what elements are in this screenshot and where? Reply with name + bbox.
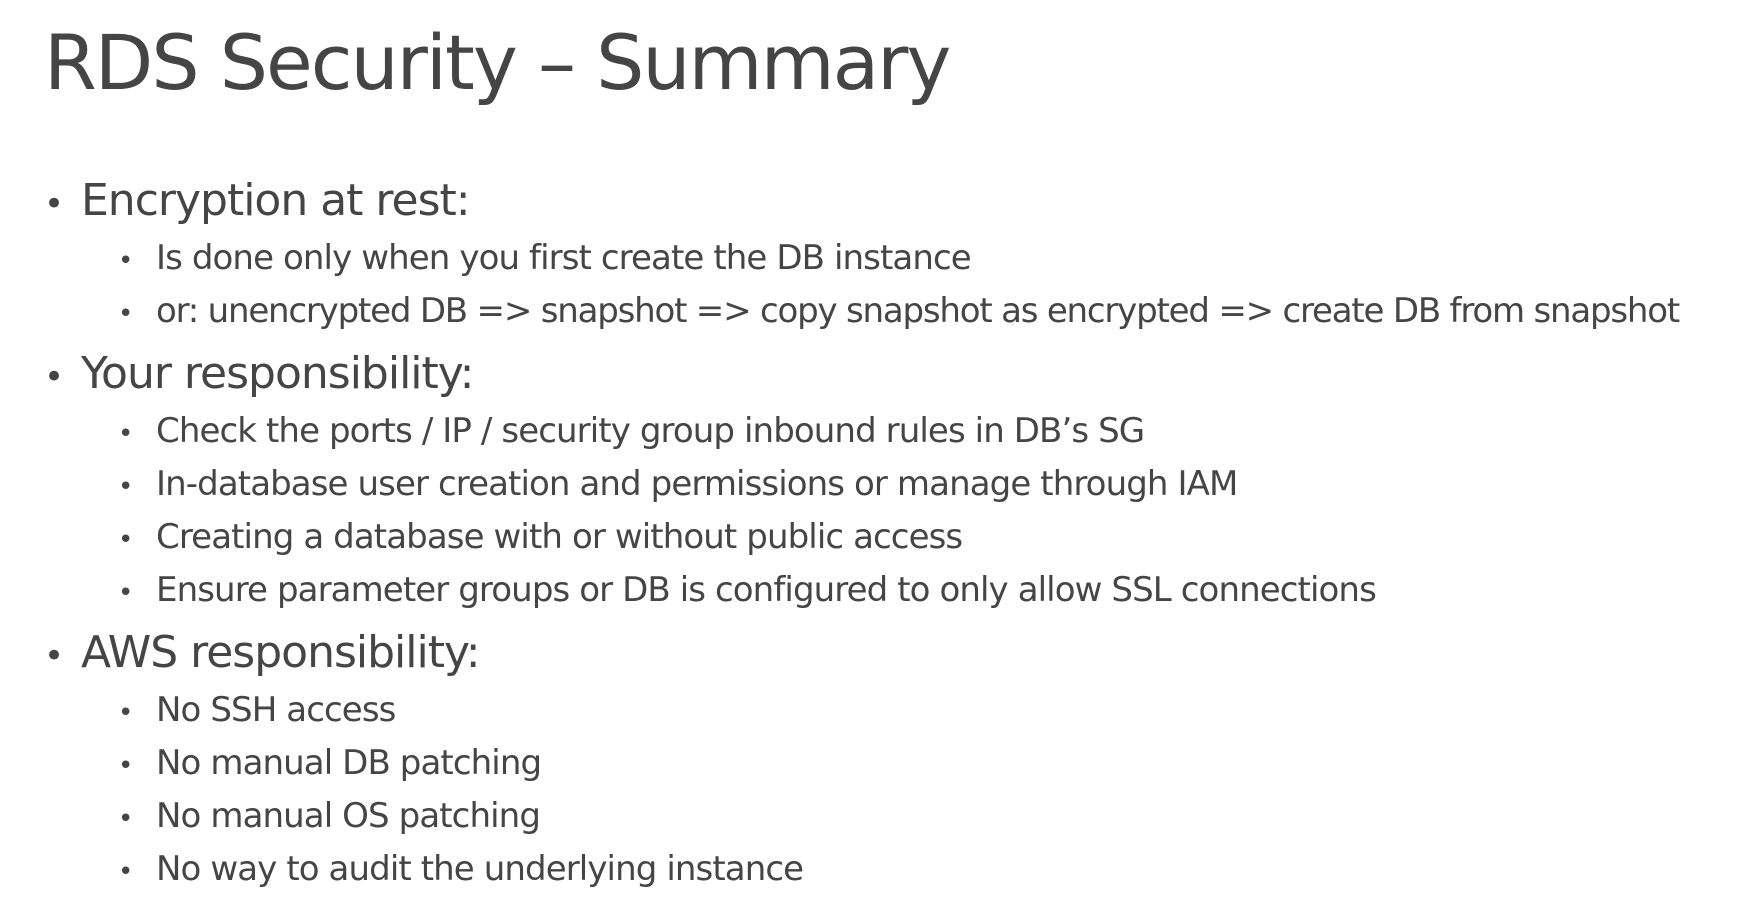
bullet-icon: • — [118, 804, 133, 834]
list-item: • or: unencrypted DB => snapshot => copy… — [118, 286, 1724, 339]
bullet-icon: • — [44, 636, 64, 676]
section-heading: • AWS responsibility: — [44, 624, 1724, 685]
section-your-responsibility: • Your responsibility: • Check the ports… — [44, 345, 1724, 618]
section-aws-responsibility: • AWS responsibility: • No SSH access • … — [44, 624, 1724, 897]
bullet-icon: • — [118, 857, 133, 887]
list-item-text: In-database user creation and permission… — [156, 464, 1238, 504]
section-heading: • Your responsibility: — [44, 345, 1724, 406]
list-item: • Is done only when you first create the… — [118, 233, 1724, 286]
section-encryption-at-rest: • Encryption at rest: • Is done only whe… — [44, 172, 1724, 339]
list-item-text: No way to audit the underlying instance — [156, 849, 804, 889]
list-item-text: No SSH access — [156, 690, 396, 730]
list-item-text: Creating a database with or without publ… — [156, 517, 963, 557]
section-heading: • Encryption at rest: — [44, 172, 1724, 233]
slide-title: RDS Security – Summary — [44, 18, 951, 107]
list-item-text: Is done only when you first create the D… — [156, 238, 972, 278]
bullet-icon: • — [118, 472, 133, 502]
heading-text: Your responsibility: — [81, 348, 474, 399]
list-item: • In-database user creation and permissi… — [118, 459, 1724, 512]
list-item: • No SSH access — [118, 685, 1724, 738]
bullet-icon: • — [44, 357, 64, 397]
list-item-text: No manual OS patching — [156, 796, 541, 836]
list-item-text: Ensure parameter groups or DB is configu… — [156, 570, 1377, 610]
bullet-icon: • — [118, 246, 133, 276]
list-item: • Check the ports / IP / security group … — [118, 406, 1724, 459]
heading-text: Encryption at rest: — [81, 175, 471, 226]
bullet-icon: • — [118, 419, 133, 449]
bullet-icon: • — [118, 578, 133, 608]
bullet-icon: • — [44, 184, 64, 224]
bullet-icon: • — [118, 751, 133, 781]
list-item-text: Check the ports / IP / security group in… — [156, 411, 1145, 451]
slide-content: • Encryption at rest: • Is done only whe… — [44, 172, 1724, 903]
list-item: • No manual DB patching — [118, 738, 1724, 791]
bullet-icon: • — [118, 299, 133, 329]
list-item: • No way to audit the underlying instanc… — [118, 844, 1724, 897]
list-item-text: No manual DB patching — [156, 743, 542, 783]
list-item: • Creating a database with or without pu… — [118, 512, 1724, 565]
bullet-icon: • — [118, 698, 133, 728]
heading-text: AWS responsibility: — [81, 627, 481, 678]
list-item: • Ensure parameter groups or DB is confi… — [118, 565, 1724, 618]
list-item-text: or: unencrypted DB => snapshot => copy s… — [156, 291, 1680, 331]
list-item: • No manual OS patching — [118, 791, 1724, 844]
bullet-icon: • — [118, 525, 133, 555]
